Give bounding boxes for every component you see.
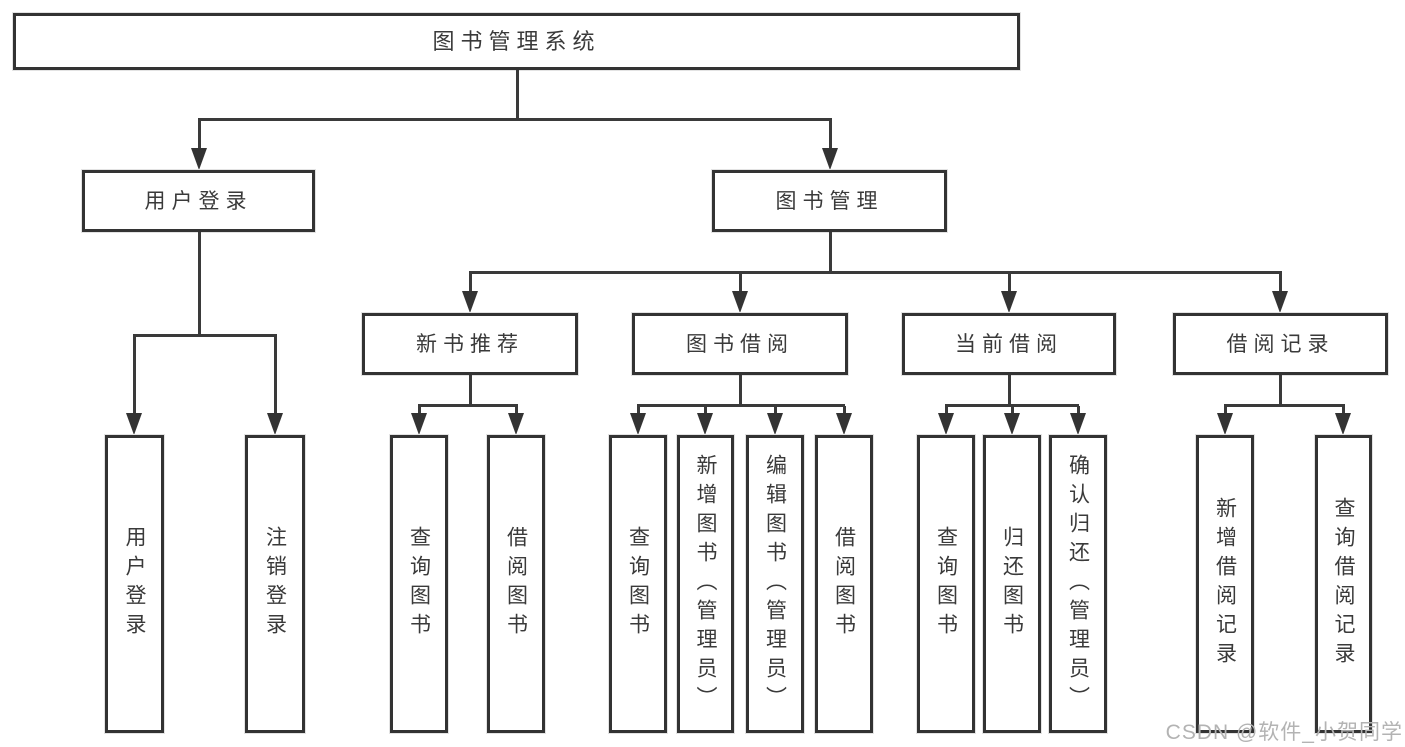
leaf-edit-book-admin: 编辑图书（管理员） (746, 435, 804, 733)
connector-vline (198, 120, 201, 150)
leaf-add-book-admin: 新增图书（管理员） (677, 435, 734, 733)
arrowhead-down-icon (630, 413, 646, 435)
node-user-login: 用户登录 (82, 170, 315, 232)
arrowhead-down-icon (836, 413, 852, 435)
connector-vline (704, 406, 707, 416)
arrowhead-down-icon (697, 413, 713, 435)
node-new-book-recommendation: 新书推荐 (362, 313, 578, 375)
connector-vline (1279, 375, 1282, 407)
arrowhead-down-icon (126, 413, 142, 435)
arrowhead-down-icon (822, 148, 838, 170)
arrowhead-down-icon (191, 148, 207, 170)
connector-vline (274, 336, 277, 416)
node-library-management-system: 图书管理系统 (13, 13, 1020, 70)
connector-vline (1011, 406, 1014, 416)
leaf-borrow-books-borrow: 借阅图书 (815, 435, 873, 733)
arrowhead-down-icon (732, 291, 748, 313)
connector-vline (843, 406, 846, 416)
arrowhead-down-icon (1335, 413, 1351, 435)
connector-hline (469, 271, 1282, 274)
leaf-query-borrow-record: 查询借阅记录 (1315, 435, 1372, 733)
node-borrowing-records: 借阅记录 (1173, 313, 1388, 375)
connector-vline (469, 273, 472, 295)
node-current-borrowing: 当前借阅 (902, 313, 1116, 375)
connector-hline (133, 334, 277, 337)
connector-vline (1279, 273, 1282, 295)
connector-vline (1008, 273, 1011, 295)
connector-vline (637, 406, 640, 416)
connector-hline (1224, 404, 1345, 407)
arrowhead-down-icon (938, 413, 954, 435)
arrowhead-down-icon (1001, 291, 1017, 313)
leaf-query-books-current: 查询图书 (917, 435, 975, 733)
connector-vline (1342, 406, 1345, 416)
arrowhead-down-icon (1272, 291, 1288, 313)
leaf-add-borrow-record: 新增借阅记录 (1196, 435, 1254, 733)
arrowhead-down-icon (1217, 413, 1233, 435)
connector-vline (829, 232, 832, 273)
connector-hline (637, 404, 845, 407)
connector-vline (1224, 406, 1227, 416)
leaf-user-login: 用户登录 (105, 435, 164, 733)
leaf-borrow-books-recommend: 借阅图书 (487, 435, 545, 733)
connector-vline (516, 70, 519, 120)
connector-vline (1077, 406, 1080, 416)
connector-vline (739, 273, 742, 295)
arrowhead-down-icon (767, 413, 783, 435)
node-book-management: 图书管理 (712, 170, 947, 232)
leaf-query-books-recommend: 查询图书 (390, 435, 448, 733)
csdn-watermark: CSDN @软件_小贺同学 (1165, 721, 1403, 744)
leaf-return-books: 归还图书 (983, 435, 1041, 733)
connector-hline (945, 404, 1079, 407)
connector-vline (774, 406, 777, 416)
leaf-confirm-return-admin: 确认归还（管理员） (1049, 435, 1107, 733)
connector-hline (418, 404, 518, 407)
connector-vline (945, 406, 948, 416)
connector-vline (1008, 375, 1011, 407)
leaf-query-books-borrow: 查询图书 (609, 435, 667, 733)
arrowhead-down-icon (462, 291, 478, 313)
connector-vline (829, 120, 832, 150)
connector-vline (198, 232, 201, 336)
leaf-logout: 注销登录 (245, 435, 305, 733)
arrowhead-down-icon (267, 413, 283, 435)
connector-vline (133, 336, 136, 416)
connector-vline (739, 375, 742, 407)
arrowhead-down-icon (508, 413, 524, 435)
connector-vline (418, 406, 421, 416)
arrowhead-down-icon (1070, 413, 1086, 435)
node-book-borrowing: 图书借阅 (632, 313, 848, 375)
connector-vline (469, 375, 472, 407)
connector-hline (198, 118, 832, 121)
arrowhead-down-icon (1004, 413, 1020, 435)
arrowhead-down-icon (411, 413, 427, 435)
connector-vline (515, 406, 518, 416)
